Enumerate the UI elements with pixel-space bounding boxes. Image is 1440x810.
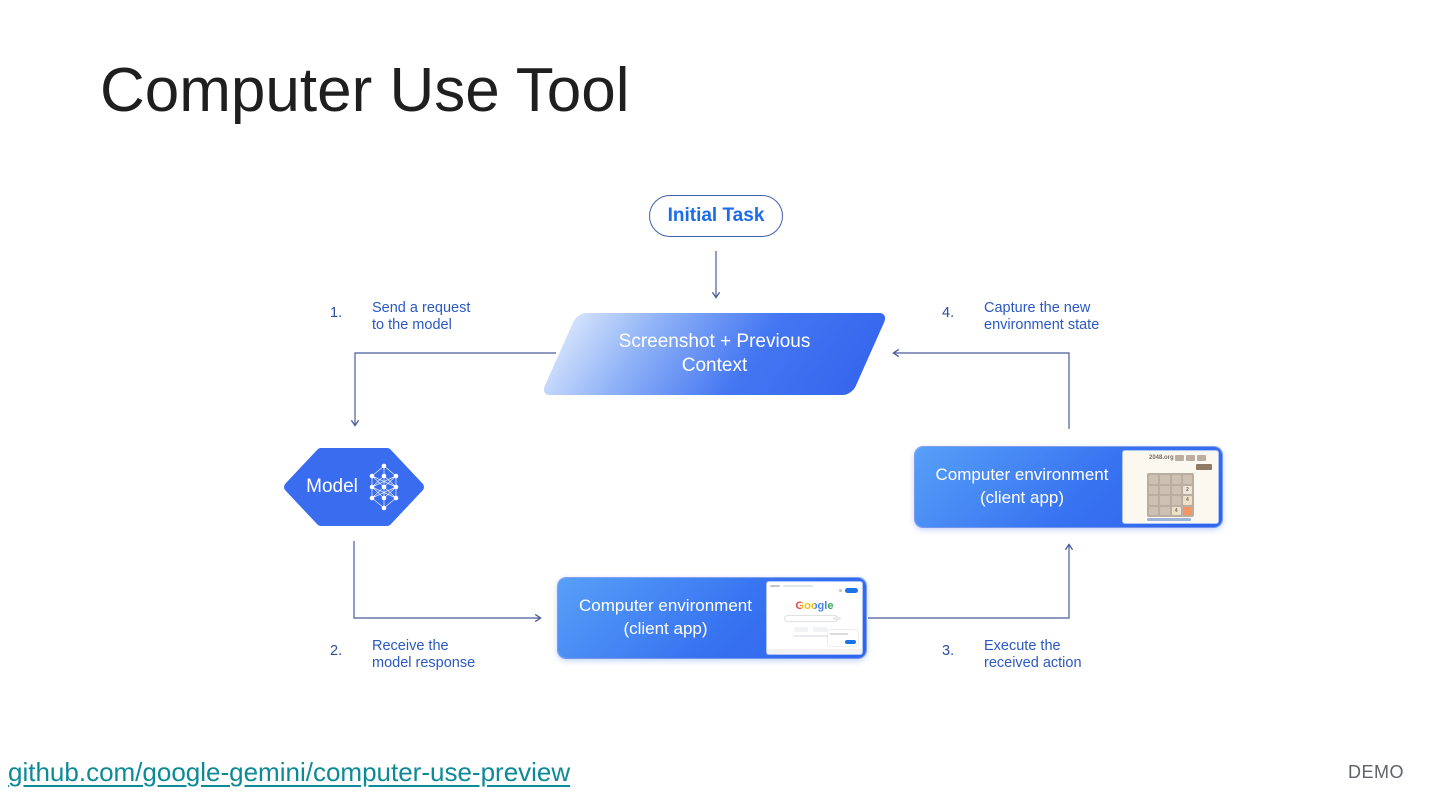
tile-4: 4 — [1171, 506, 1181, 515]
env-right-line2: (client app) — [979, 488, 1065, 507]
signin-popup-thumb — [828, 630, 858, 646]
screenshot-context-line2: Context — [681, 355, 748, 376]
signin-button-thumb — [845, 588, 858, 593]
neural-network-icon — [369, 463, 399, 511]
browser-dots — [770, 585, 780, 587]
hexagon-shape — [284, 448, 424, 526]
game-grid: 2 4 4 — [1147, 473, 1194, 517]
github-link[interactable]: github.com/google-gemini/computer-use-pr… — [8, 757, 571, 787]
score-box — [1197, 455, 1206, 461]
step-2-label: 2. Receive the model response — [330, 638, 476, 671]
thumbnail-2048-game: 2048.org 2 4 4 — [1123, 451, 1218, 523]
computer-environment-node-right: Computer environment (client app) 2048.o… — [915, 447, 1222, 527]
lucky-button-thumb — [813, 627, 827, 632]
tile-4: 4 — [1182, 496, 1192, 505]
step-3-number: 3. — [942, 643, 955, 659]
model-node: Model — [283, 447, 425, 527]
language-line — [793, 635, 829, 637]
thumb-footer-line — [1147, 518, 1191, 521]
thumbnail-2048-title: 2048.org — [1149, 455, 1174, 461]
initial-task-node: Initial Task — [649, 195, 783, 237]
google-logo: Google — [767, 600, 862, 612]
mic-hint — [833, 617, 841, 620]
computer-environment-node-bottom: Computer environment (client app) Google — [558, 578, 866, 658]
step-4-number: 4. — [942, 305, 955, 321]
search-bar-thumb — [784, 615, 838, 622]
env-bottom-line1: Computer environment — [579, 596, 752, 616]
arrow-env-to-env2 — [868, 543, 1074, 619]
score-box — [1186, 455, 1195, 461]
page-title: Computer Use Tool — [100, 56, 630, 125]
step-1-label: 1. Send a request to the model — [330, 300, 471, 333]
arrow-env2-to-screenshot — [892, 348, 1070, 429]
search-button-thumb — [794, 627, 808, 632]
arrow-model-to-env — [353, 541, 542, 623]
popup-button — [845, 640, 856, 644]
tile-orange — [1182, 506, 1192, 515]
apps-icon — [839, 589, 842, 592]
env-bottom-line2: (client app) — [623, 619, 708, 638]
new-game-button-thumb — [1196, 464, 1212, 470]
arrow-screenshot-to-model — [350, 352, 556, 427]
demo-badge: DEMO — [1348, 762, 1404, 782]
step-3-label: 3. Execute the received action — [942, 638, 1082, 671]
tile-2: 2 — [1182, 485, 1192, 494]
address-bar-line — [783, 585, 813, 587]
screenshot-context-label: Screenshot + Previous Context — [559, 313, 870, 395]
page-footer-bar — [767, 649, 862, 654]
score-box — [1175, 455, 1184, 461]
model-label: Model — [306, 476, 358, 497]
env-right-line1: Computer environment — [935, 465, 1109, 485]
thumbnail-google-search: Google — [767, 582, 862, 654]
screenshot-context-line1: Screenshot + Previous — [618, 331, 811, 353]
initial-task-label: Initial Task — [667, 205, 765, 226]
step-1-number: 1. — [330, 305, 343, 321]
step-4-label: 4. Capture the new environment state — [942, 300, 1100, 333]
step-2-number: 2. — [330, 643, 343, 659]
